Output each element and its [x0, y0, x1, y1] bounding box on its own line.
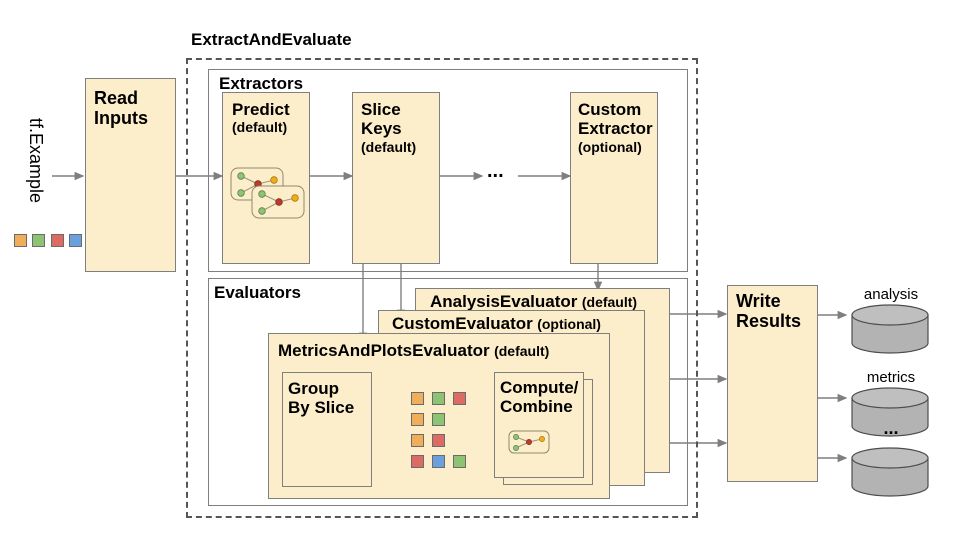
evaluator-analysis-name: AnalysisEvaluator: [430, 292, 578, 311]
evaluator-metrics-qualifier: (default): [494, 343, 550, 359]
evaluator-analysis-title-group: AnalysisEvaluator (default): [430, 292, 637, 312]
extract-and-evaluate-container: [186, 58, 698, 518]
input-chip: [51, 234, 64, 247]
group-by-slice-label: Group By Slice: [288, 379, 355, 418]
extractor-slice-keys-label: Slice Keys: [361, 100, 402, 139]
extractor-custom-label: Custom Extractor: [578, 100, 653, 139]
extractor-predict-qualifier: (default): [232, 119, 288, 135]
output-metrics-label: metrics: [866, 369, 916, 386]
output-other-label: ...: [883, 418, 899, 438]
input-chip: [14, 234, 27, 247]
slice-chip: [432, 455, 445, 468]
extractor-custom-qualifier: (optional): [578, 139, 642, 155]
extractor-predict-label: Predict: [232, 100, 290, 119]
evaluator-metrics-name: MetricsAndPlotsEvaluator: [278, 341, 490, 360]
compute-combine-card-front[interactable]: [494, 372, 584, 478]
extractors-label: Extractors: [219, 74, 304, 93]
input-chip: [69, 234, 82, 247]
slice-chip: [411, 392, 424, 405]
slice-chip: [432, 434, 445, 447]
evaluator-custom-name: CustomEvaluator: [392, 314, 533, 333]
output-analysis-label: analysis: [863, 286, 919, 303]
extractor-slice-keys-qualifier: (default): [361, 139, 417, 155]
group-by-slice-node[interactable]: [282, 372, 372, 487]
slice-chip: [411, 434, 424, 447]
evaluator-custom-qualifier: (optional): [537, 316, 601, 332]
slice-chip: [411, 413, 424, 426]
write-results-label: Write Results: [736, 291, 802, 332]
extract-and-evaluate-title: ExtractAndEvaluate: [191, 30, 352, 49]
slice-chip: [453, 455, 466, 468]
evaluator-analysis-qualifier: (default): [581, 294, 638, 310]
input-chip: [32, 234, 45, 247]
evaluator-metrics-title-group: MetricsAndPlotsEvaluator (default): [278, 341, 549, 361]
slice-chip: [432, 392, 445, 405]
slice-chip: [411, 455, 424, 468]
slice-chip: [453, 392, 466, 405]
extractor-custom-node[interactable]: [570, 92, 658, 264]
read-inputs-label: Read Inputs: [94, 88, 148, 129]
write-results-node[interactable]: [727, 285, 818, 482]
slice-chip: [432, 413, 445, 426]
evaluators-label: Evaluators: [214, 283, 301, 302]
read-inputs-node[interactable]: [85, 78, 176, 272]
extractors-container: [208, 69, 688, 272]
evaluators-container: [208, 278, 688, 506]
extractor-slice-keys-node[interactable]: [352, 92, 440, 264]
evaluator-custom-title-group: CustomEvaluator (optional): [392, 314, 601, 334]
extractors-ellipsis: ...: [487, 160, 504, 182]
compute-combine-label: Compute/ Combine: [500, 378, 579, 417]
